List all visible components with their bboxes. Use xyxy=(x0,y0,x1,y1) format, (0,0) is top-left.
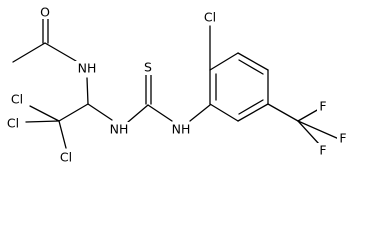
bond-ccl3-cl-lower xyxy=(58,120,67,149)
thiourea-nh-right-label: NH xyxy=(172,122,191,137)
cf3-fluorine-bottom-atom: F xyxy=(317,143,329,158)
ring-bond-3-inner xyxy=(238,59,264,75)
thiourea-sulfur-label: S xyxy=(144,60,152,75)
trichloro-cl-lower-label: Cl xyxy=(60,150,72,165)
bond-cf3-f-right xyxy=(297,120,340,140)
bond-ch-nh xyxy=(87,103,113,121)
bond-cs-nh xyxy=(147,104,173,122)
bond-cf3-f-bottom xyxy=(297,120,320,145)
cf3-fluorine-bottom-label: F xyxy=(319,143,326,158)
bond-nh-ring xyxy=(189,104,211,122)
bonds xyxy=(12,15,340,149)
thiourea-nh-left-atom: NH xyxy=(107,122,131,137)
cf3-fluorine-top-label: F xyxy=(319,99,326,114)
acetyl-oxygen-atom: O xyxy=(39,5,52,20)
ring-bond-5-inner xyxy=(238,99,264,115)
ring-bond-2 xyxy=(209,52,239,71)
acetyl-oxygen-label: O xyxy=(40,5,50,20)
bond-ccl3-cl-upper xyxy=(29,105,60,122)
ring-bond-3 xyxy=(237,52,269,71)
trichloro-cl-left-label: Cl xyxy=(7,116,19,131)
amide-nitrogen-label: NH xyxy=(78,61,97,76)
bond-cf3-f-top xyxy=(297,108,320,122)
ring-bond-5 xyxy=(237,103,269,122)
cf3-fluorine-top-atom: F xyxy=(317,99,329,114)
ring-chlorine-label: Cl xyxy=(204,10,216,25)
thiourea-nh-right-atom: NH xyxy=(169,122,193,137)
cf3-fluorine-right-label: F xyxy=(339,131,346,146)
trichloro-cl-lower-atom: Cl xyxy=(56,150,77,165)
chemical-structure-diagram: O NH Cl Cl Cl NH S NH xyxy=(3,4,349,165)
bond-ch-ccl3 xyxy=(58,103,89,122)
trichloro-cl-upper-left-atom: Cl xyxy=(7,92,27,107)
bond-amide-n-ch xyxy=(86,77,89,105)
ring-chlorine-atom: Cl xyxy=(200,10,221,25)
atom-labels: O NH Cl Cl Cl NH S NH xyxy=(3,5,349,165)
thiourea-nh-left-label: NH xyxy=(110,122,129,137)
bond-methyl-carbonyl xyxy=(12,42,46,63)
bond-nh-cs xyxy=(127,104,149,123)
bond-ring-cf3 xyxy=(267,103,299,122)
ring-bond-6 xyxy=(209,103,239,122)
amide-nitrogen-atom: NH xyxy=(75,61,99,76)
trichloro-cl-upper-left-label: Cl xyxy=(11,92,23,107)
cf3-fluorine-right-atom: F xyxy=(337,131,349,146)
trichloro-cl-left-atom: Cl xyxy=(3,116,23,131)
bond-carbonyl-amide-n xyxy=(44,42,77,62)
bond-ccl3-cl-left xyxy=(25,120,60,123)
thiourea-sulfur-atom: S xyxy=(142,60,155,75)
